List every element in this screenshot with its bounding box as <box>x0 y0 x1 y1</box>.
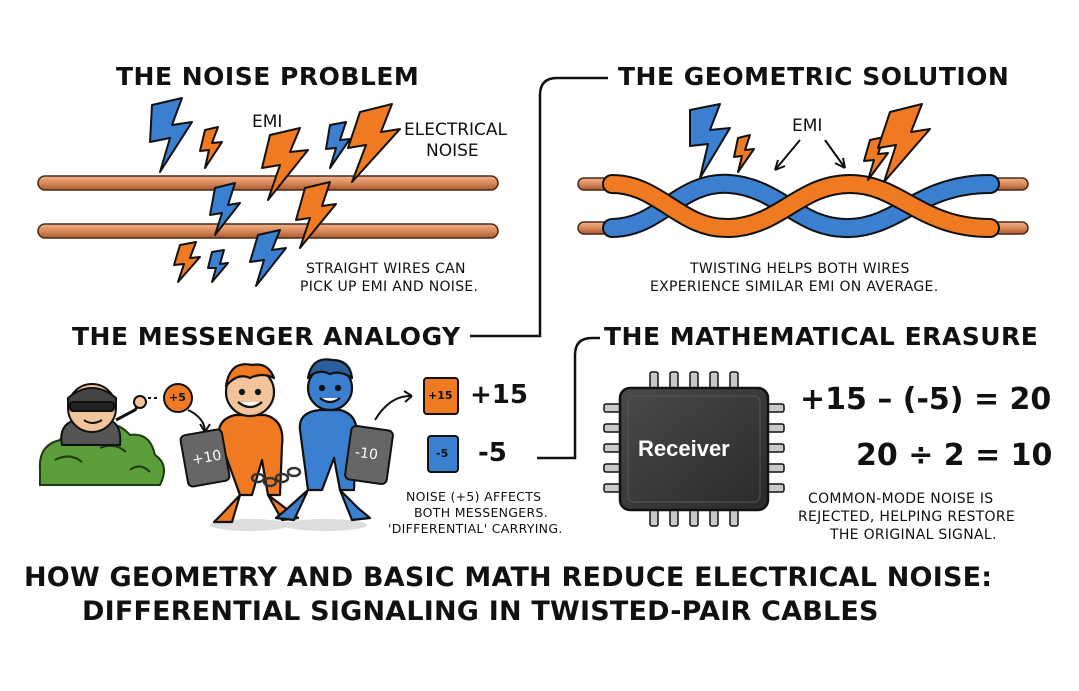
card-negative <box>427 435 459 473</box>
caption-messenger-3: 'DIFFERENTIAL' CARRYING. <box>388 521 563 536</box>
arrow-icon <box>374 390 413 421</box>
thief-character <box>60 383 147 446</box>
heading-messenger-analogy: THE MESSENGER ANALOGY <box>72 322 461 351</box>
caption-erasure-2: REJECTED, HELPING RESTORE <box>798 509 1016 525</box>
main-title-line-1: HOW GEOMETRY AND BASIC MATH REDUCE ELECT… <box>24 562 993 593</box>
connector-line <box>470 76 608 338</box>
heading-noise-problem: THE NOISE PROBLEM <box>116 62 420 91</box>
blue-messenger <box>274 358 372 531</box>
card-positive <box>423 377 459 415</box>
tablet-right-label: -10 <box>353 444 379 464</box>
lightning-bolt-icon <box>149 97 401 287</box>
straight-wire-top <box>37 175 499 191</box>
tablet-icon <box>179 428 231 488</box>
equation-subtract: +15 – (-5) = 20 <box>800 382 1052 417</box>
label-electrical-noise-1: ELECTRICAL <box>404 120 508 140</box>
caption-erasure-1: COMMON-MODE NOISE IS <box>808 491 994 507</box>
label-electrical-noise-2: NOISE <box>426 141 479 161</box>
chip-icon <box>603 371 785 527</box>
chain-icon <box>250 466 302 488</box>
chip-label: Receiver <box>638 436 730 461</box>
twisted-wire-orange <box>602 173 1000 239</box>
tablet-icon <box>344 424 394 486</box>
card-positive-label: +15 <box>428 389 453 402</box>
caption-geometric-1: TWISTING HELPS BOTH WIRES <box>690 261 910 277</box>
heading-mathematical-erasure: THE MATHEMATICAL ERASURE <box>604 322 1039 351</box>
heading-geometric-solution: THE GEOMETRIC SOLUTION <box>618 62 1010 91</box>
label-emi-right: EMI <box>792 116 823 136</box>
noise-tag <box>163 383 193 413</box>
noise-tag-label: +5 <box>169 391 186 404</box>
arrow-icon <box>774 139 846 171</box>
lightning-bolt-icon <box>689 103 931 183</box>
connector-line-2 <box>537 336 600 460</box>
caption-messenger-1: NOISE (+5) AFFECTS <box>406 489 542 504</box>
card-negative-label: -5 <box>436 447 449 460</box>
value-positive: +15 <box>470 380 528 410</box>
value-negative: -5 <box>478 438 507 468</box>
label-emi-left: EMI <box>252 112 283 132</box>
caption-geometric-2: EXPERIENCE SIMILAR EMI ON AVERAGE. <box>650 279 939 295</box>
caption-messenger-2: BOTH MESSENGERS. <box>414 505 548 520</box>
caption-noise-problem-2: PICK UP EMI AND NOISE. <box>300 279 479 295</box>
caption-noise-problem-1: STRAIGHT WIRES CAN <box>306 261 466 277</box>
caption-erasure-3: THE ORIGINAL SIGNAL. <box>830 527 997 543</box>
main-title-line-2: DIFFERENTIAL SIGNALING IN TWISTED-PAIR C… <box>82 596 879 627</box>
orange-messenger <box>210 363 300 531</box>
equation-divide: 20 ÷ 2 = 10 <box>856 438 1053 473</box>
